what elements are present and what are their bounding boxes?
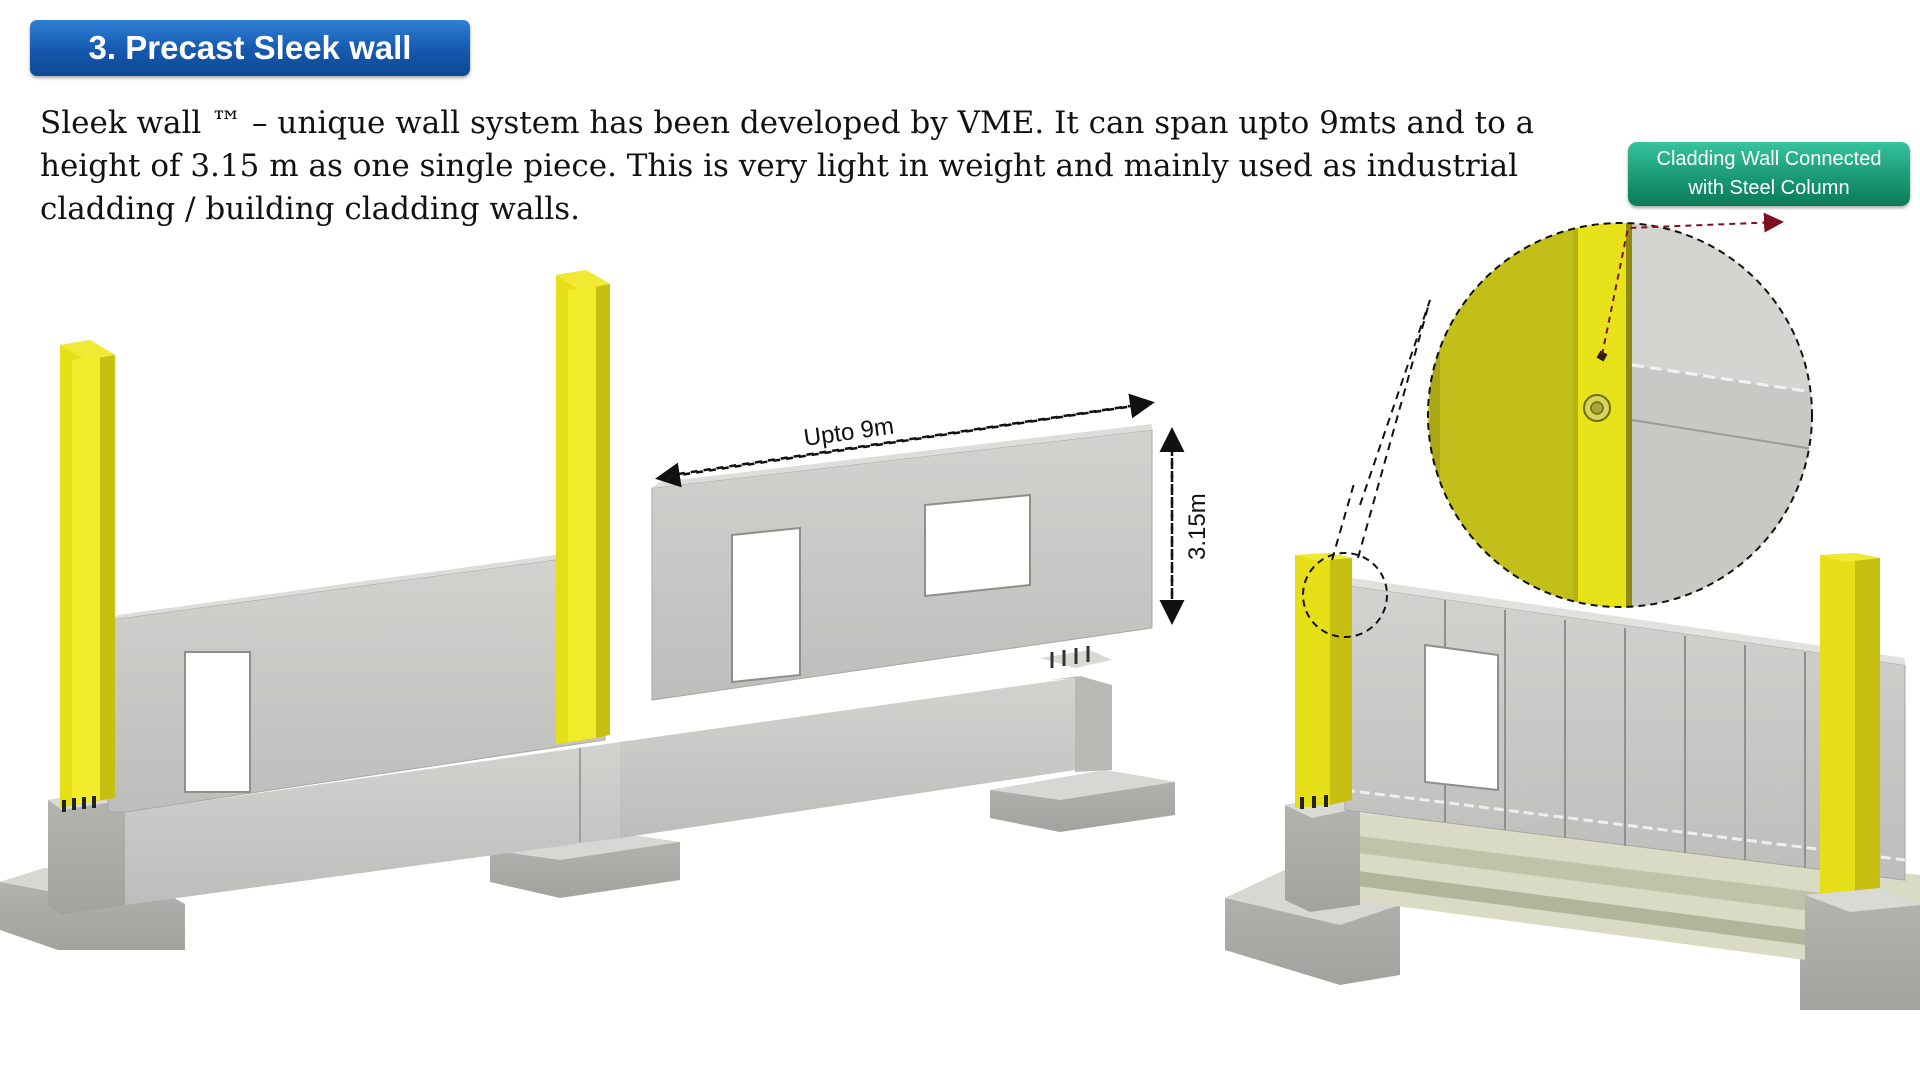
base-course-block (125, 742, 620, 905)
callout-label: Cladding Wall Connected with Steel Colum… (1628, 142, 1910, 206)
right-wall-assembly (1225, 212, 1920, 1010)
cladding-door-opening (1424, 643, 1499, 792)
description-text: Sleek wall ™ – unique wall system has be… (40, 105, 1535, 227)
panel-door-opening (731, 526, 801, 684)
panel-window-opening (924, 493, 1031, 598)
right-steel-column-left (1295, 553, 1330, 808)
detail-marker-circle (1302, 552, 1388, 638)
zoom-circle-outline (1427, 222, 1813, 608)
zoom-detail (1428, 223, 1812, 607)
base-course-block-2 (620, 678, 1075, 838)
section-title: 3. Precast Sleek wall (30, 20, 470, 76)
right-column-pedestal (1285, 795, 1360, 912)
span-label: Upto 9m (802, 413, 896, 452)
right-steel-column-right (1820, 553, 1855, 905)
door-opening (184, 651, 251, 793)
column-pedestal (48, 790, 125, 915)
height-label: 3.15m (1184, 493, 1211, 560)
callout-arrow (1601, 212, 1784, 356)
left-wall-assembly: Upto 9m 3.15m (0, 270, 1211, 950)
